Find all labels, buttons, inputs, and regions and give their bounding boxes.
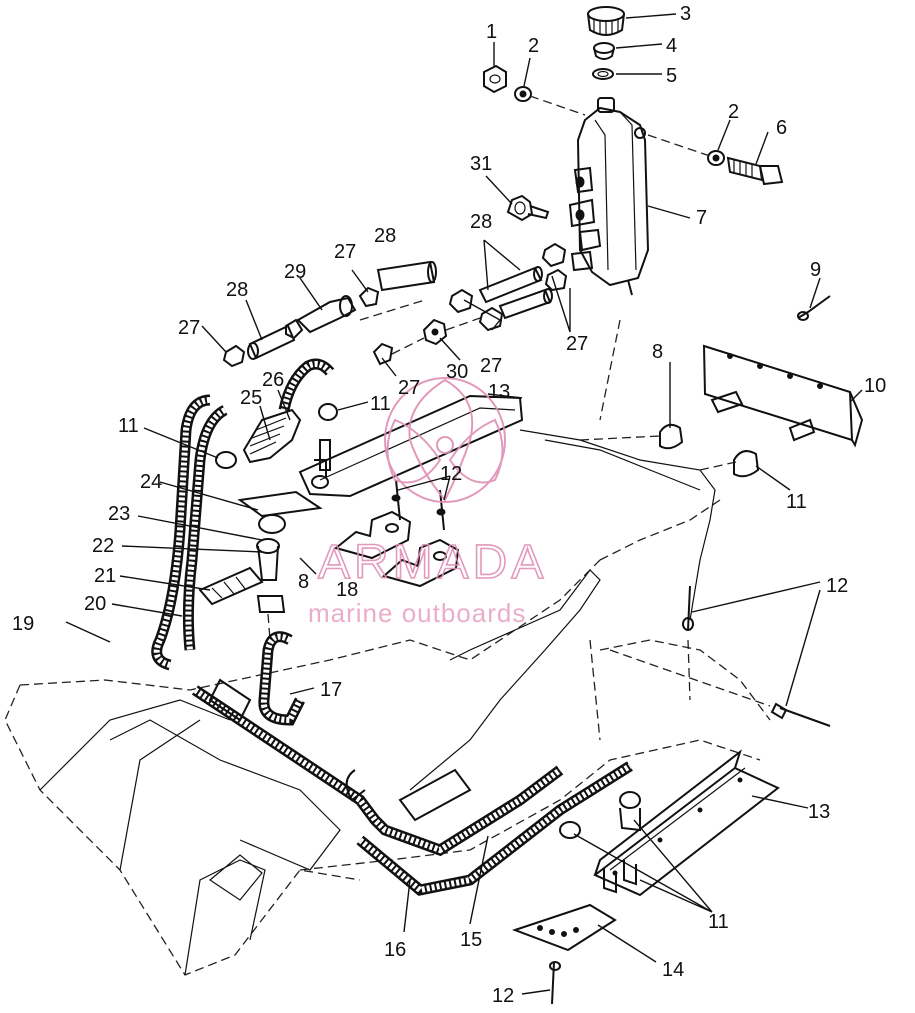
screws-12-right <box>609 585 831 727</box>
bracket-upper <box>298 394 524 498</box>
callout-29: 29 <box>284 261 306 283</box>
callout-15: 15 <box>460 929 482 951</box>
callout-28-center: 28 <box>470 211 492 233</box>
callout-22: 22 <box>92 535 114 557</box>
callout-3: 3 <box>680 3 691 25</box>
callout-23: 23 <box>108 503 130 525</box>
callout-4: 4 <box>666 35 677 57</box>
callout-5: 5 <box>666 65 677 87</box>
callout-1: 1 <box>486 21 497 43</box>
callout-27-right: 27 <box>566 333 588 355</box>
lower-hoses <box>191 631 633 896</box>
callout-17: 17 <box>320 679 342 701</box>
fasteners-top <box>483 64 784 186</box>
callout-13-upper: 13 <box>488 381 510 403</box>
callout-30: 30 <box>446 361 468 383</box>
callout-28-left: 28 <box>226 279 248 301</box>
leader-lines <box>65 13 863 995</box>
callout-19: 19 <box>12 613 34 635</box>
callout-27-center: 27 <box>480 355 502 377</box>
filter-assembly <box>198 490 323 641</box>
callout-18: 18 <box>336 579 358 601</box>
callout-16: 16 <box>384 939 406 961</box>
watermark-logo: ARMADA marine outboards <box>308 377 547 628</box>
callout-25: 25 <box>240 387 262 409</box>
callout-2: 2 <box>528 35 539 57</box>
callout-20: 20 <box>84 593 106 615</box>
callout-12-bottom: 12 <box>492 985 514 1007</box>
callout-numbers: 1 2 3 4 5 2 6 7 31 28 28 27 29 28 27 27 … <box>12 3 886 1007</box>
callout-11-left: 11 <box>118 415 139 437</box>
bracket-lower <box>559 749 780 897</box>
callout-8-left: 8 <box>298 571 309 593</box>
callout-11-lower: 11 <box>708 911 729 933</box>
key <box>506 194 550 222</box>
watermark-tagline: marine outboards <box>308 598 526 628</box>
callout-9: 9 <box>810 259 821 281</box>
callout-14: 14 <box>662 959 684 981</box>
hose-fittings <box>222 242 568 368</box>
plate-14 <box>512 903 617 1005</box>
oil-lines-left <box>151 358 338 671</box>
oil-tank <box>568 97 650 296</box>
callout-27-left: 27 <box>178 317 200 339</box>
callout-31: 31 <box>470 153 492 175</box>
callout-12-upper: 12 <box>440 463 462 485</box>
callout-10: 10 <box>864 375 886 397</box>
clamps <box>333 510 460 588</box>
callout-13-lower: 13 <box>808 801 830 823</box>
watermark-brand: ARMADA <box>318 536 547 589</box>
bracket-right <box>579 295 864 478</box>
callout-8-right: 8 <box>652 341 663 363</box>
callout-2-right: 2 <box>728 101 739 123</box>
callout-24: 24 <box>140 471 162 493</box>
callout-27-lower: 27 <box>398 377 420 399</box>
callout-27-top: 27 <box>334 241 356 263</box>
callout-11-top: 11 <box>370 393 391 415</box>
tank-cap <box>587 6 625 80</box>
callout-6: 6 <box>776 117 787 139</box>
callout-28-top: 28 <box>374 225 396 247</box>
callout-26: 26 <box>262 369 284 391</box>
callout-21: 21 <box>94 565 116 587</box>
callout-12-right: 12 <box>826 575 848 597</box>
screws-12-upper <box>391 479 446 531</box>
callout-7: 7 <box>696 207 707 229</box>
callout-11-right: 11 <box>786 491 807 513</box>
